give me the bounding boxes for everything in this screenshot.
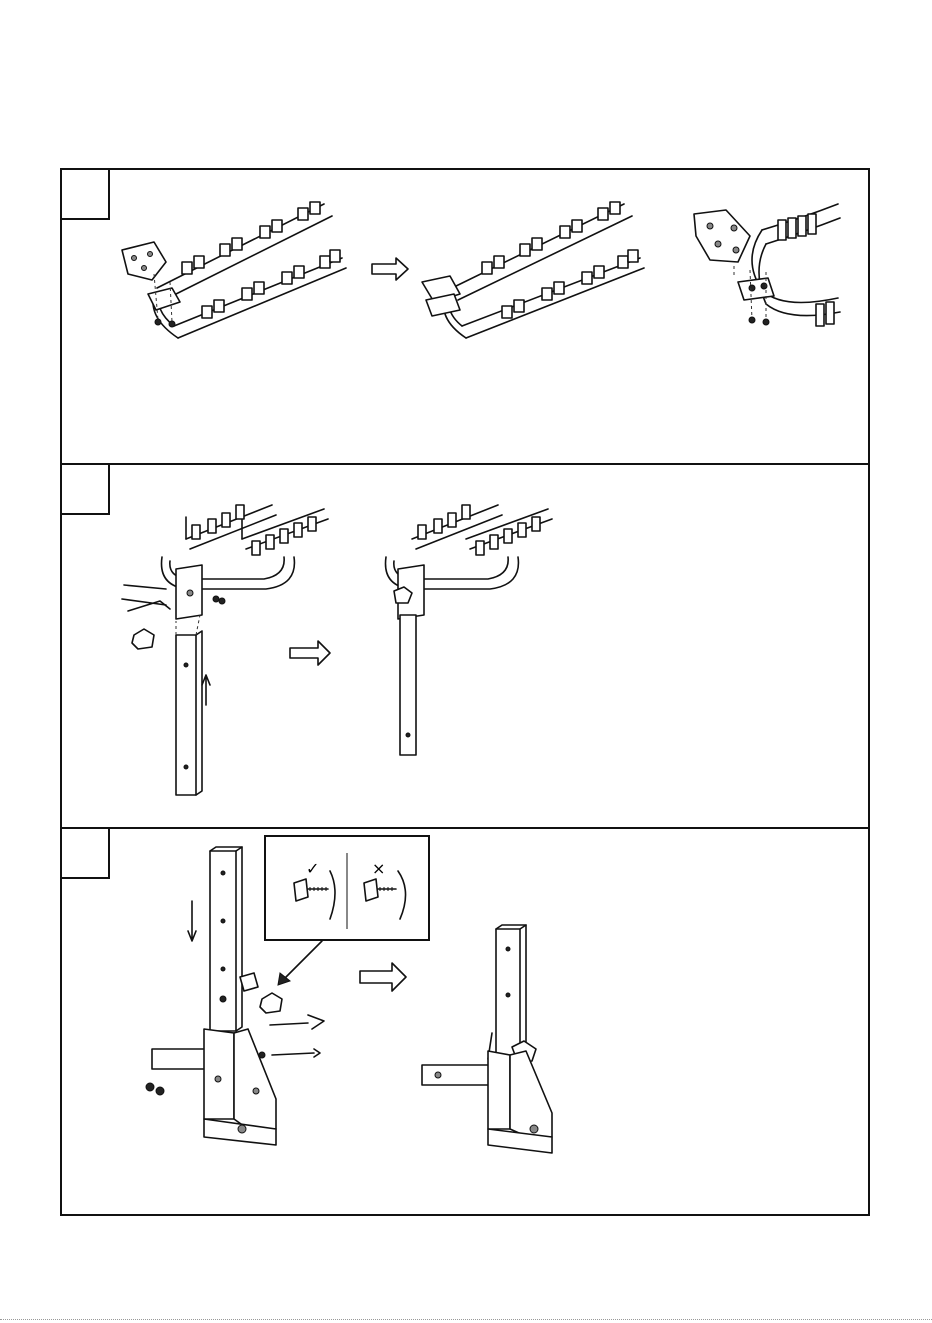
rack-arms-assembled — [422, 202, 644, 338]
insert-direction-arrow — [202, 675, 210, 705]
mast-assembled — [386, 505, 553, 755]
flow-arrow-3 — [360, 963, 406, 991]
base-exploded — [146, 847, 324, 1145]
flow-arrow-1 — [372, 258, 408, 280]
insert-direction-arrow-down — [188, 901, 196, 941]
step-panel-3: ✓ × — [62, 827, 868, 1214]
inset-pointer-arrow — [284, 941, 322, 979]
step-1-illustration — [62, 170, 868, 463]
base-assembled — [422, 925, 552, 1153]
flow-arrow-2 — [290, 641, 330, 665]
rack-arms-exploded — [122, 202, 346, 338]
bracket-detail-view — [694, 204, 840, 326]
step-panel-2 — [62, 463, 868, 827]
page-bottom-rule — [0, 1319, 932, 1320]
step-panel-1 — [62, 170, 868, 463]
step-3-illustration — [62, 829, 868, 1216]
instruction-sheet: ✓ × — [60, 168, 870, 1216]
step-2-illustration — [62, 465, 868, 829]
